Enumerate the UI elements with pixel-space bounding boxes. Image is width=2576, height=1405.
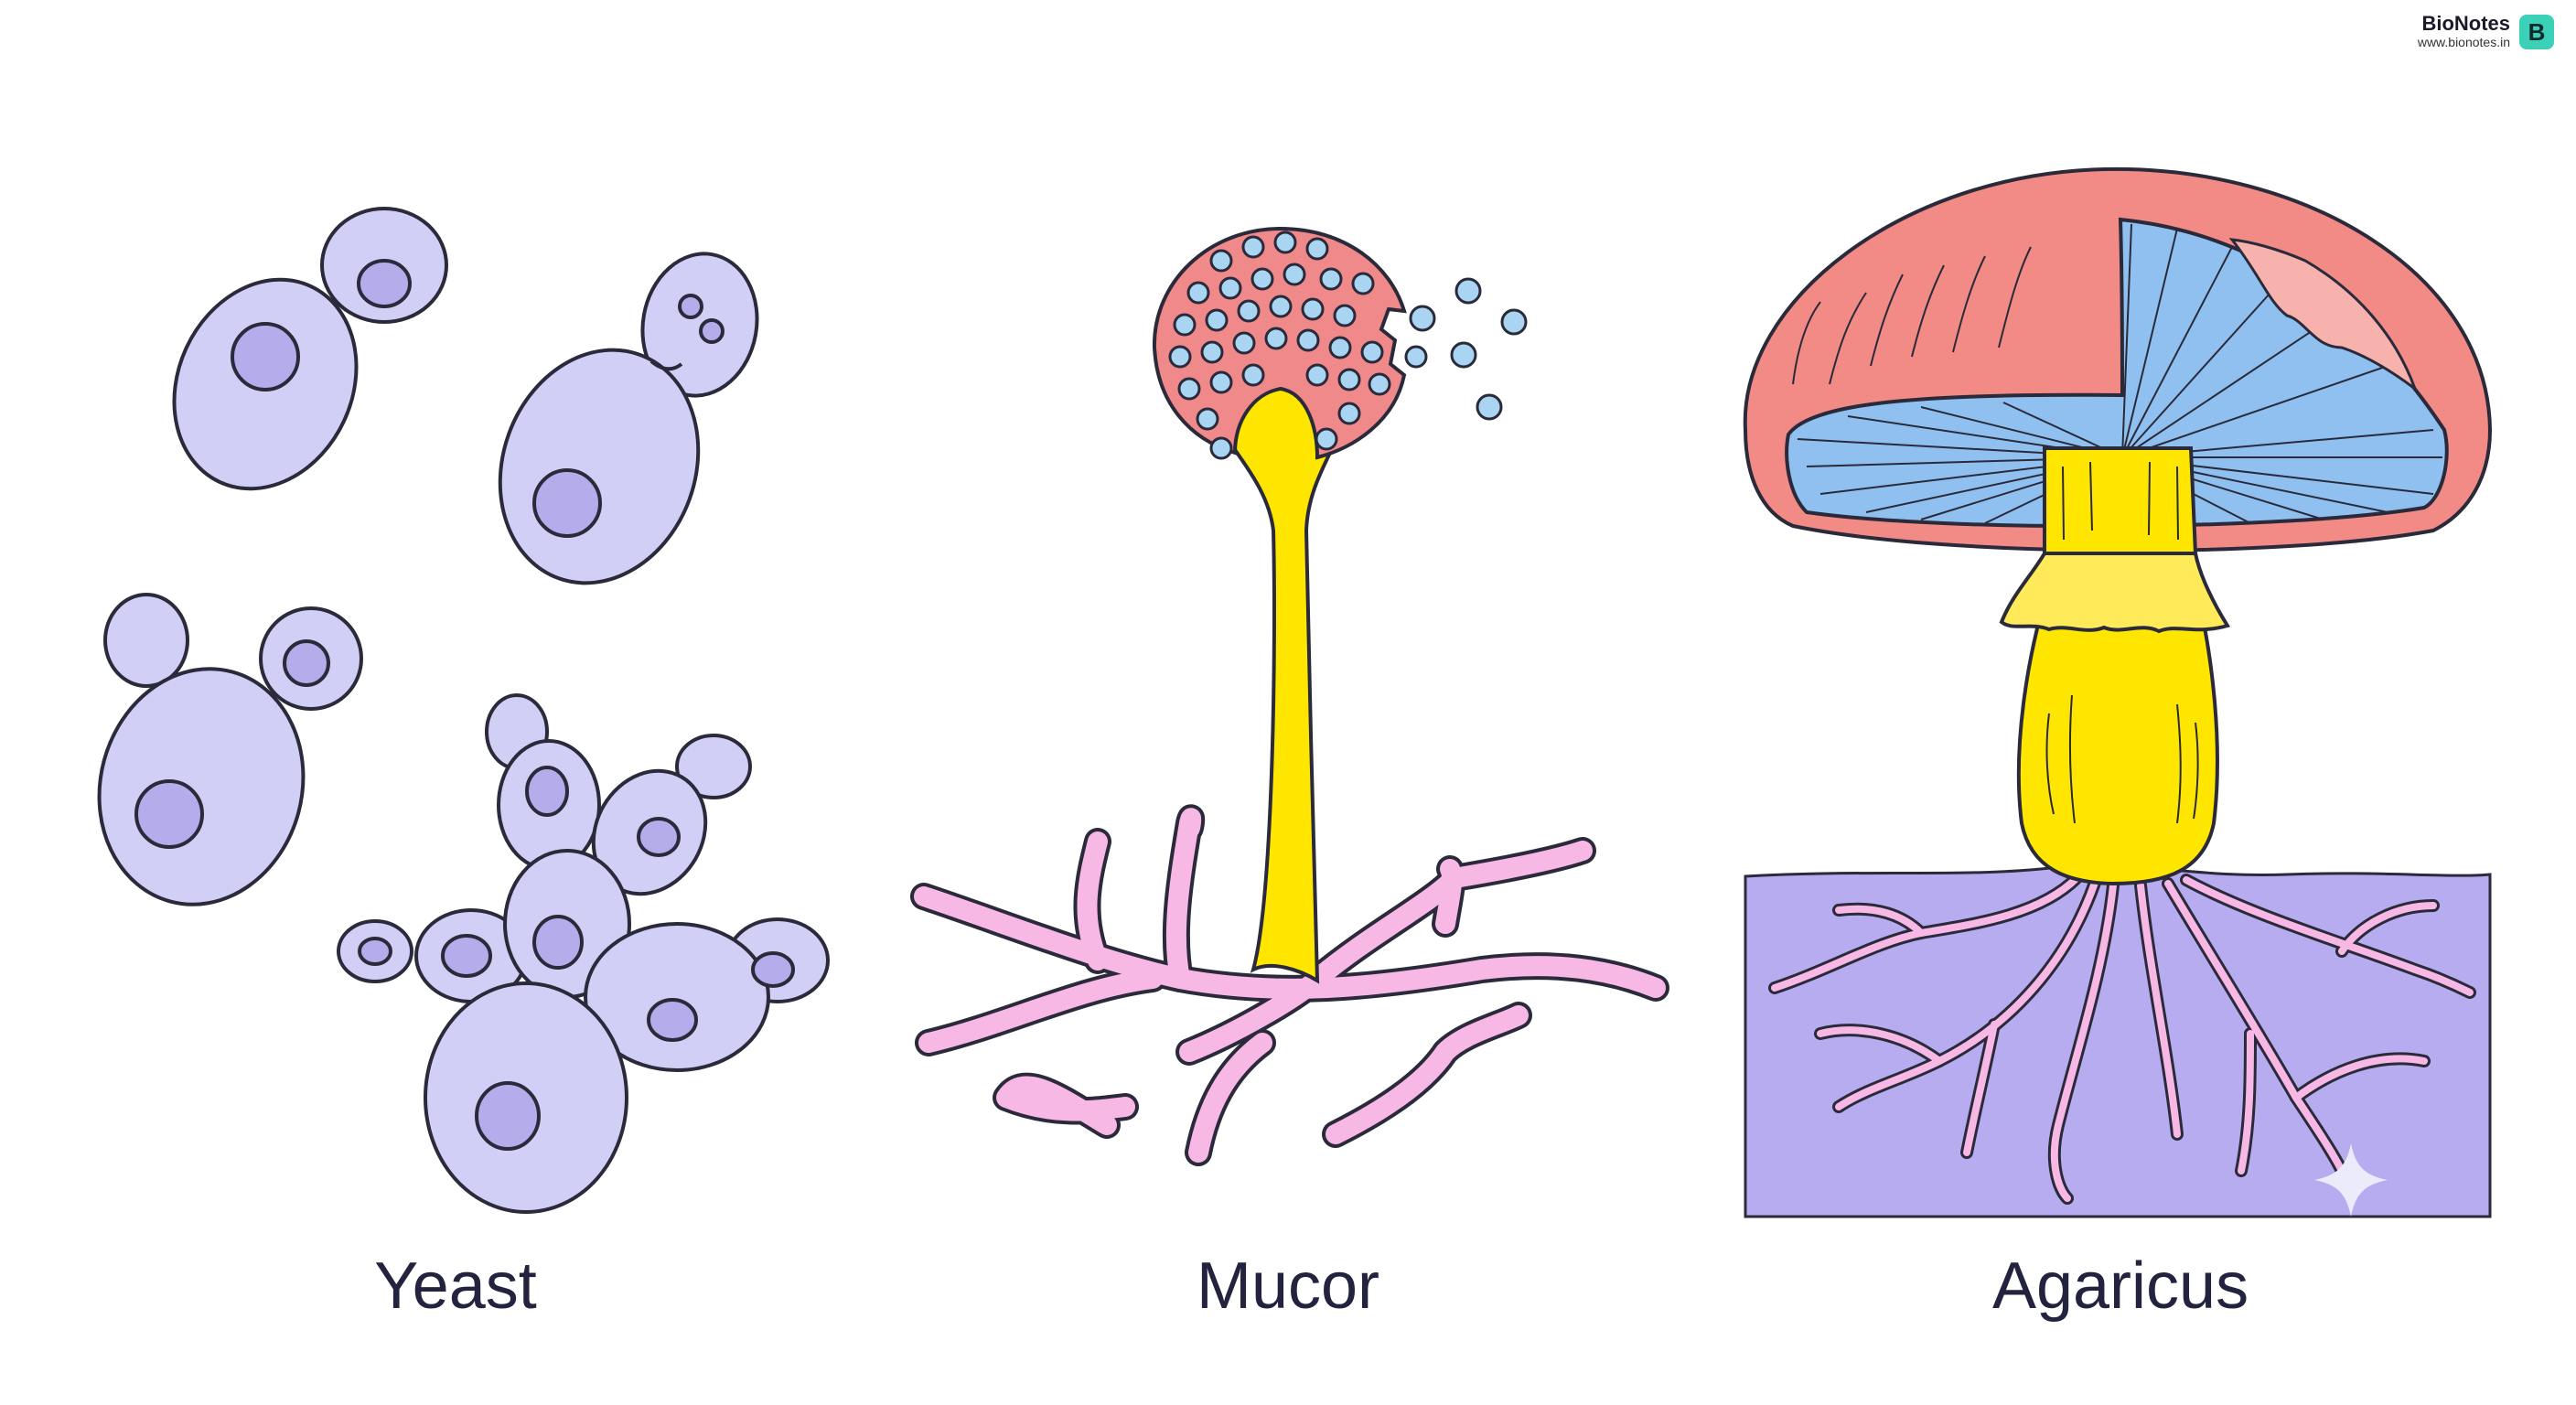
cap-texture bbox=[1792, 246, 2032, 385]
brand-name: BioNotes bbox=[2421, 12, 2510, 35]
annulus-texture bbox=[2062, 461, 2179, 541]
label-yeast: Yeast bbox=[374, 1249, 537, 1323]
mucor-spores bbox=[1168, 231, 1528, 460]
label-agaricus: Agaricus bbox=[1991, 1249, 2249, 1323]
stipe-texture bbox=[2045, 694, 2199, 824]
brand-watermark: BioNotes www.bionotes.in B bbox=[2418, 11, 2554, 62]
yeast-cell-budding bbox=[97, 593, 363, 906]
mucor-sporangiophore bbox=[1214, 372, 1347, 984]
yeast-cell-budding bbox=[498, 252, 759, 585]
yeast-cell-budding bbox=[172, 207, 448, 491]
agaricus-annulus bbox=[1999, 552, 2231, 634]
agaricus-illustration bbox=[1743, 166, 2493, 1218]
mucor-illustration bbox=[910, 226, 1669, 1166]
brand-text: BioNotes www.bionotes.in bbox=[2418, 11, 2510, 50]
brand-logo-icon: B bbox=[2519, 15, 2554, 49]
cap-flesh-cut bbox=[2228, 238, 2419, 393]
mucor-hyphae bbox=[910, 804, 1669, 1166]
sparkle-icon bbox=[2314, 1143, 2388, 1217]
label-mucor: Mucor bbox=[1196, 1249, 1380, 1323]
yeast-cell-cluster bbox=[337, 693, 830, 1214]
brand-logo-letter: B bbox=[2528, 17, 2546, 46]
agaricus-stipe bbox=[2016, 584, 2219, 886]
brand-url: www.bionotes.in bbox=[2417, 35, 2510, 50]
yeast-illustration bbox=[97, 207, 830, 1214]
agaricus-mycelium bbox=[1768, 872, 2476, 1205]
agaricus-stipe-top bbox=[2043, 446, 2198, 555]
